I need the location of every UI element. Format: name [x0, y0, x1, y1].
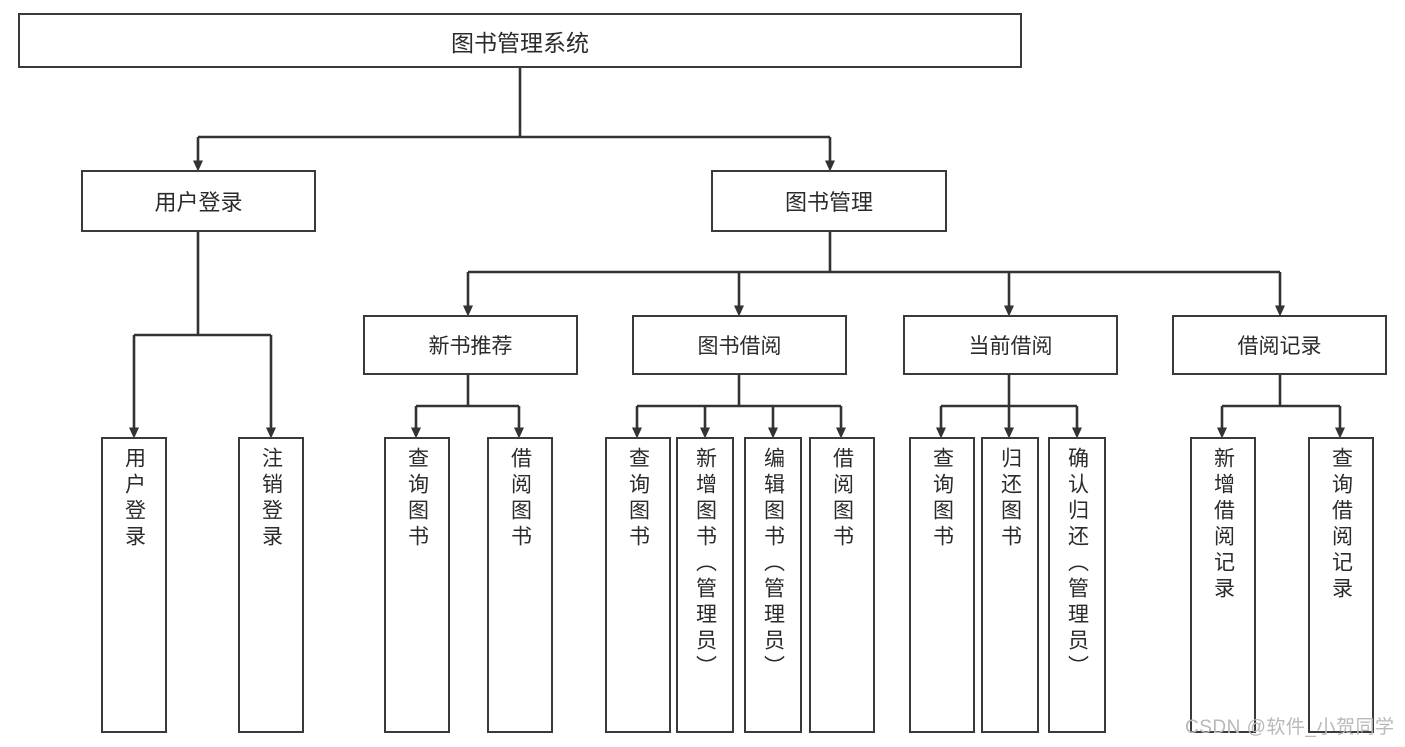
node-leaf-user-login[interactable]: 用户登录 — [101, 437, 167, 733]
node-borrow-record[interactable]: 借阅记录 — [1172, 315, 1387, 375]
node-leaf-query-record[interactable]: 查询借阅记录 — [1308, 437, 1374, 733]
node-borrow-record-label: 借阅记录 — [1237, 335, 1322, 358]
node-book-borrow[interactable]: 图书借阅 — [632, 315, 847, 375]
node-leaf-logout[interactable]: 注销登录 — [238, 437, 304, 733]
node-leaf-add-book[interactable]: 新增图书（管理员） — [676, 437, 734, 733]
node-leaf-confirm-return-label: 确认归还（管理员） — [1065, 447, 1089, 681]
node-leaf-borrow-book-2[interactable]: 借阅图书 — [809, 437, 875, 733]
node-root-label: 图书管理系统 — [451, 29, 589, 56]
watermark: CSDN @软件_小贺同学 — [1185, 717, 1395, 738]
node-current-borrow-label: 当前借阅 — [968, 335, 1053, 358]
node-leaf-user-login-label: 用户登录 — [122, 447, 146, 551]
node-leaf-borrow-book-1-label: 借阅图书 — [508, 447, 532, 551]
node-leaf-logout-label: 注销登录 — [259, 447, 283, 551]
node-leaf-edit-book[interactable]: 编辑图书（管理员） — [744, 437, 802, 733]
node-current-borrow[interactable]: 当前借阅 — [903, 315, 1118, 375]
node-leaf-query-book-3-label: 查询图书 — [930, 447, 954, 551]
node-leaf-return-book-label: 归还图书 — [998, 447, 1022, 551]
node-leaf-query-book-1-label: 查询图书 — [405, 447, 429, 551]
node-leaf-query-book-2-label: 查询图书 — [626, 447, 650, 551]
node-leaf-query-record-label: 查询借阅记录 — [1329, 447, 1353, 603]
node-new-book-recommend-label: 新书推荐 — [428, 335, 513, 358]
node-book-management[interactable]: 图书管理 — [711, 170, 947, 232]
node-leaf-add-book-label: 新增图书（管理员） — [693, 447, 717, 681]
node-leaf-query-book-3[interactable]: 查询图书 — [909, 437, 975, 733]
node-leaf-borrow-book-1[interactable]: 借阅图书 — [487, 437, 553, 733]
node-leaf-query-book-1[interactable]: 查询图书 — [384, 437, 450, 733]
node-root[interactable]: 图书管理系统 — [18, 13, 1022, 68]
node-leaf-add-record-label: 新增借阅记录 — [1211, 447, 1235, 603]
node-new-book-recommend[interactable]: 新书推荐 — [363, 315, 578, 375]
node-book-management-label: 图书管理 — [784, 190, 873, 215]
node-leaf-query-book-2[interactable]: 查询图书 — [605, 437, 671, 733]
node-book-borrow-label: 图书借阅 — [697, 335, 782, 358]
node-user-login[interactable]: 用户登录 — [81, 170, 316, 232]
node-leaf-add-record[interactable]: 新增借阅记录 — [1190, 437, 1256, 733]
node-leaf-borrow-book-2-label: 借阅图书 — [830, 447, 854, 551]
node-user-login-label: 用户登录 — [154, 190, 243, 215]
node-leaf-return-book[interactable]: 归还图书 — [981, 437, 1039, 733]
node-leaf-confirm-return[interactable]: 确认归还（管理员） — [1048, 437, 1106, 733]
node-leaf-edit-book-label: 编辑图书（管理员） — [761, 447, 785, 681]
